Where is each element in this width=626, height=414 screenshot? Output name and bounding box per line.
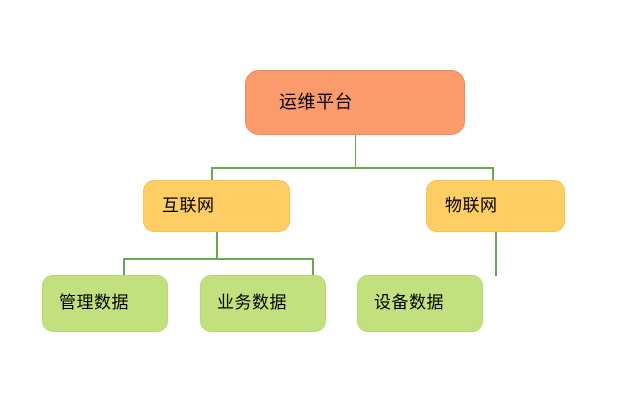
edge-iot-to-device-data: [495, 232, 497, 276]
edge-internet-stem: [216, 232, 218, 259]
node-internet-label: 互联网: [162, 195, 215, 216]
edge-internet-to-biz-data: [312, 258, 314, 276]
node-biz-data-label: 业务数据: [217, 293, 287, 313]
node-root[interactable]: 运维平台: [245, 70, 465, 135]
node-device-data-label: 设备数据: [374, 293, 444, 313]
node-device-data[interactable]: 设备数据: [357, 275, 483, 332]
node-iot-label: 物联网: [445, 195, 498, 216]
node-mgmt-data-label: 管理数据: [59, 293, 129, 313]
edge-root-to-iot: [492, 167, 494, 181]
node-biz-data[interactable]: 业务数据: [200, 275, 326, 332]
edge-root-to-internet: [211, 167, 213, 181]
node-iot[interactable]: 物联网: [426, 180, 565, 232]
edge-level2-bus: [211, 167, 493, 169]
node-internet[interactable]: 互联网: [143, 180, 290, 232]
node-mgmt-data[interactable]: 管理数据: [42, 275, 168, 332]
node-root-label: 运维平台: [279, 91, 353, 113]
edge-level3-bus: [123, 258, 313, 260]
edge-root-stem: [354, 135, 357, 168]
edge-internet-to-mgmt-data: [123, 258, 125, 276]
